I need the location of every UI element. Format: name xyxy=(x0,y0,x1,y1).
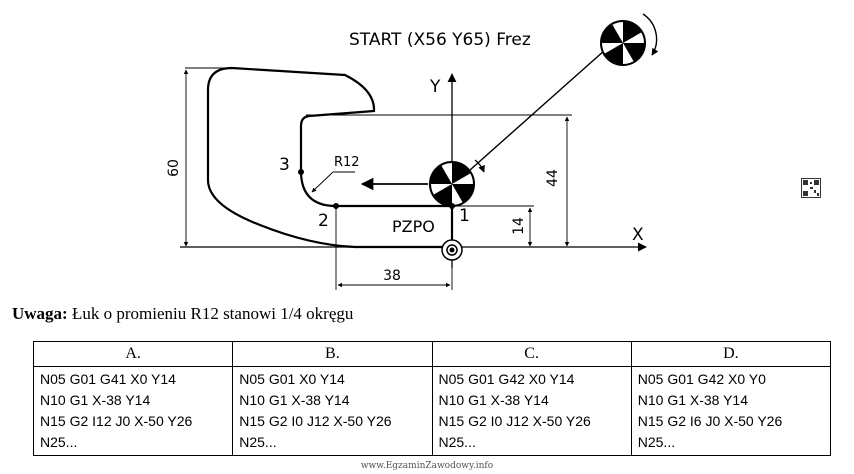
code-line: N25... xyxy=(40,434,78,450)
start-tool-icon xyxy=(600,13,659,66)
approach-path xyxy=(460,41,615,179)
code-line: N05 G01 G41 X0 Y14 xyxy=(40,371,176,387)
code-line: N10 G1 X-38 Y14 xyxy=(438,392,549,408)
option-c-header: C. xyxy=(431,341,632,367)
code-line: N05 G01 X0 Y14 xyxy=(239,371,345,387)
point-2-dot xyxy=(333,203,339,209)
point-3-dot xyxy=(298,169,304,175)
code-line: N15 G2 I0 J12 X-50 Y26 xyxy=(438,413,591,429)
radius-label: R12 xyxy=(334,155,360,170)
dim-38-label: 38 xyxy=(383,268,401,284)
point-1-dot xyxy=(449,203,455,209)
note-text: Łuk o promieniu R12 stanowi 1/4 okręgu xyxy=(67,304,354,323)
option-d-code: N05 G01 G42 X0 Y0 N10 G1 X-38 Y14 N15 G2… xyxy=(630,366,832,456)
option-b-code: N05 G01 X0 Y14 N10 G1 X-38 Y14 N15 G2 I0… xyxy=(232,366,433,456)
code-line: N25... xyxy=(239,434,277,450)
footer-url: www.EgzaminZawodowy.info xyxy=(360,461,494,471)
code-line: N25... xyxy=(438,434,476,450)
code-line: N10 G1 X-38 Y14 xyxy=(40,392,151,408)
note: Uwaga: Łuk o promieniu R12 stanowi 1/4 o… xyxy=(12,304,353,324)
option-c-code: N05 G01 G42 X0 Y14 N10 G1 X-38 Y14 N15 G… xyxy=(431,366,632,456)
code-line: N15 G2 I12 J0 X-50 Y26 xyxy=(40,413,193,429)
code-line: N05 G01 G42 X0 Y14 xyxy=(438,371,575,387)
point-1-label: 1 xyxy=(459,206,470,226)
code-line: N10 G1 X-38 Y14 xyxy=(637,392,749,408)
code-line: N05 G01 G42 X0 Y0 xyxy=(637,371,766,387)
y-axis-label: Y xyxy=(429,77,441,97)
start-label: START (X56 Y65) Frez xyxy=(349,30,531,50)
x-axis-label: X xyxy=(632,225,644,245)
answer-table: A. B. C. D. N05 G01 G41 X0 Y14 N10 G1 X-… xyxy=(32,341,832,456)
code-line: N25... xyxy=(637,434,676,450)
dim-14-label: 14 xyxy=(511,217,527,235)
pzpo-label: PZPO xyxy=(392,217,435,236)
option-d-header: D. xyxy=(630,341,832,367)
dim-60-label: 60 xyxy=(166,159,182,177)
point-3-label: 3 xyxy=(279,155,290,175)
working-tool-icon xyxy=(429,159,485,207)
option-a-header: A. xyxy=(32,341,234,367)
code-line: N15 G2 I0 J12 X-50 Y26 xyxy=(239,413,392,429)
point-2-label: 2 xyxy=(318,211,329,231)
pzpo-symbol xyxy=(441,239,463,261)
note-bold: Uwaga: xyxy=(12,304,68,323)
milling-drawing: START (X56 Y65) Frez Y X 60 44 14 38 R12… xyxy=(166,13,659,290)
dim-44-label: 44 xyxy=(545,169,561,187)
qr-code-icon xyxy=(801,178,821,198)
code-line: N10 G1 X-38 Y14 xyxy=(239,392,350,408)
option-a-code: N05 G01 G41 X0 Y14 N10 G1 X-38 Y14 N15 G… xyxy=(32,366,234,456)
option-b-header: B. xyxy=(232,341,433,367)
code-line: N15 G2 I6 J0 X-50 Y26 xyxy=(637,413,783,429)
